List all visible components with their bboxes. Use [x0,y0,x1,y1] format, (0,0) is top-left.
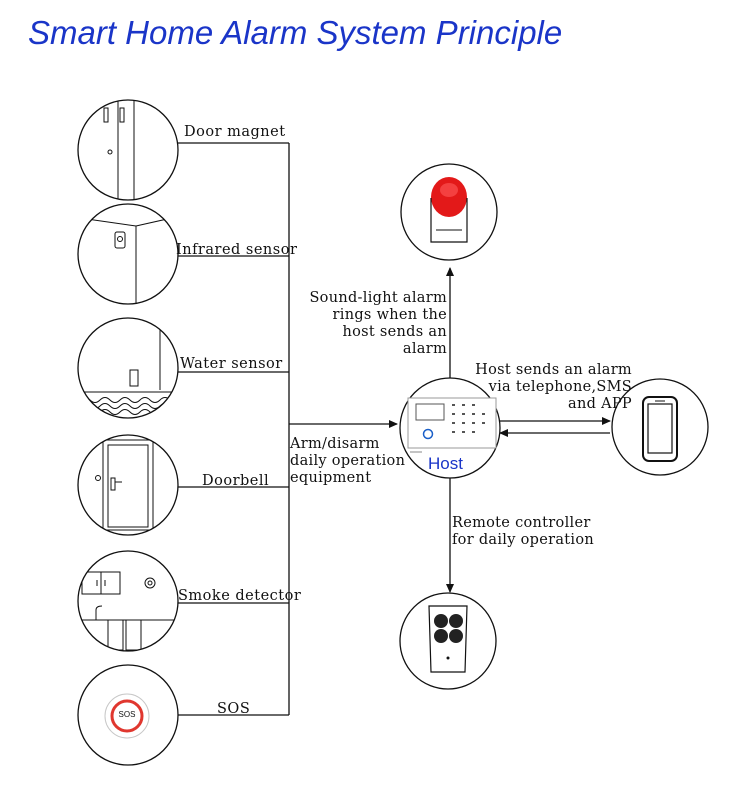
water-sensor-icon [77,317,179,419]
host-label: Host [428,454,463,473]
remote-description: Remote controller for daily operation [452,515,595,548]
label-door-magnet: Door magnet [184,124,286,140]
phone-description: Host sends an alarm via telephone,SMS an… [475,362,632,412]
sos-button-text: SOS [118,710,136,719]
siren-icon [400,163,498,261]
remote-controller-icon [399,592,497,690]
label-sos: SOS [217,701,251,717]
label-water-sensor: Water sensor [180,356,283,372]
label-doorbell: Doorbell [202,473,270,489]
label-infrared-sensor: Infrared sensor [176,242,298,258]
diagram-title: Smart Home Alarm System Principle [28,14,563,51]
sos-device-icon [77,664,179,766]
phone-icon [611,378,709,476]
infrared-sensor-icon [77,203,179,305]
siren-description: Sound-light alarm rings when the host se… [309,290,447,357]
connector-lines [177,142,611,716]
arm-disarm-text: Arm/disarm daily operation equipment [290,436,406,486]
label-smoke-detector: Smoke detector [178,588,302,604]
doorbell-icon [77,434,179,536]
smoke-detector-icon [77,550,179,652]
door-magnet-icon [77,99,179,201]
host-icon [399,377,501,479]
